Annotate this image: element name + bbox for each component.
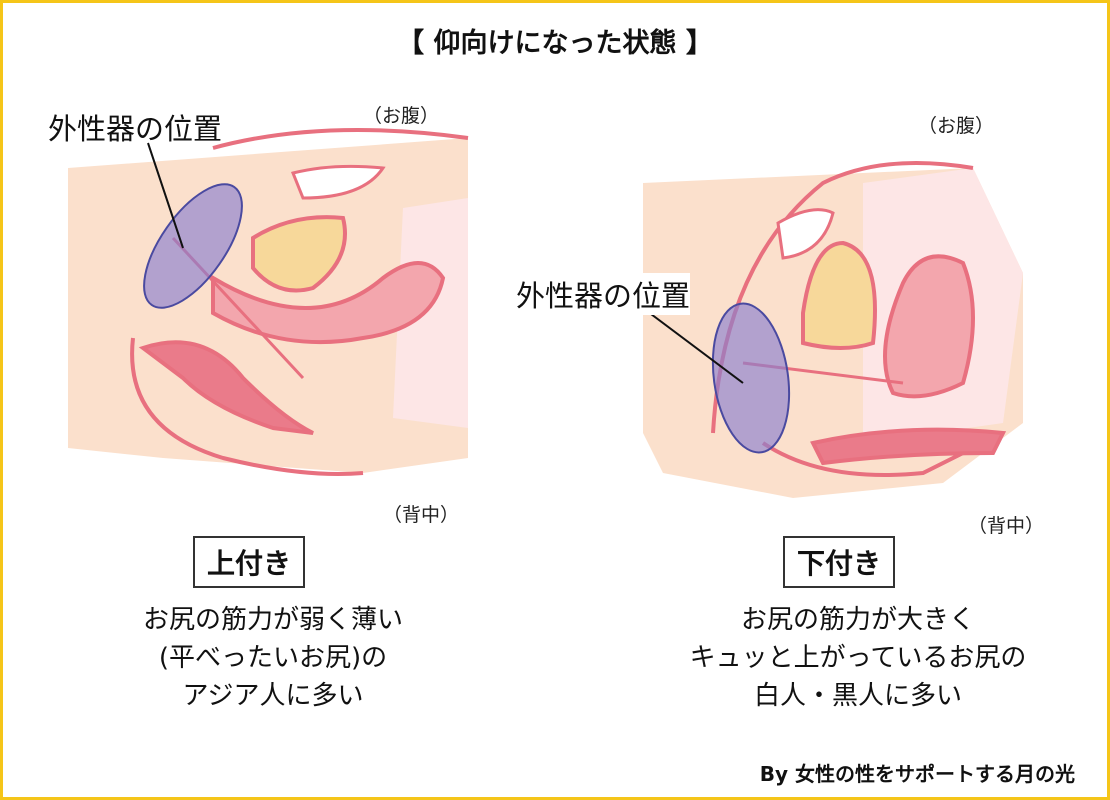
back-label: （背中） <box>383 504 460 526</box>
type-label-upper: 上付き <box>193 536 306 588</box>
right-anatomy-illustration <box>643 161 1023 498</box>
description-line: お尻の筋力が大きく <box>740 605 975 635</box>
description-line: 白人・黒人に多い <box>753 681 962 711</box>
type-label-lower: 下付き <box>783 536 896 588</box>
genital-position-marker <box>711 302 791 454</box>
left-anatomy-illustration <box>68 128 469 476</box>
position-label: 外性器の位置 <box>516 273 691 315</box>
position-label: 外性器の位置 <box>48 112 223 146</box>
right-description: お尻の筋力が大きく キュッと上がっているお尻の 白人・黒人に多い <box>603 601 1107 715</box>
back-label: （背中） <box>968 515 1045 537</box>
left-description: お尻の筋力が弱く薄い (平べったいお尻)の アジア人に多い <box>73 601 473 715</box>
page-title: 【 仰向けになった状態 】 <box>397 28 713 59</box>
belly-label: （お腹） <box>363 105 440 127</box>
description-line: (平べったいお尻)の <box>158 643 388 673</box>
belly-label: （お腹） <box>918 115 995 137</box>
description-line: アジア人に多い <box>182 681 364 711</box>
genital-position-marker <box>143 183 243 309</box>
description-line: お尻の筋力が弱く薄い <box>142 605 403 635</box>
description-line: キュッと上がっているお尻の <box>689 643 1027 673</box>
credit-text: By 女性の性をサポートする月の光 <box>759 762 1075 786</box>
